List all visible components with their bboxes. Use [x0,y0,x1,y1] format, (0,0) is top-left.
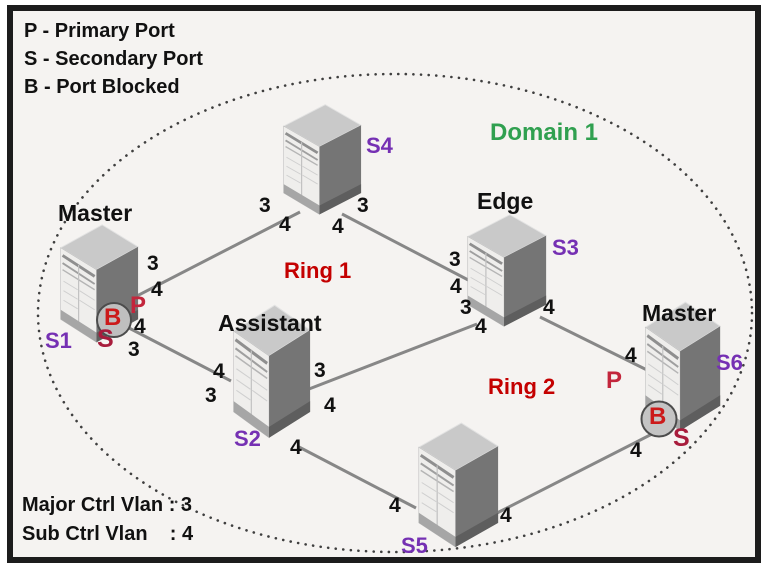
blocked-port-circle-s1 [96,302,132,338]
s6-secondary-port-mark: S [673,424,690,452]
link-s3-s6 [539,315,652,374]
domain-label: Domain 1 [490,119,599,146]
legend-secondary-port: S - Secondary Port [24,48,203,70]
link-s5-s2 [298,445,417,510]
vlan-label-s4-right-sub: 4 [332,215,344,238]
s6-primary-port-mark: P [606,367,623,394]
switch-s1-role: Master [58,200,133,226]
vlan-label-s2-right-sub: 4 [324,394,336,417]
ring1-label: Ring 1 [284,258,352,283]
switch-s6-id: S6 [716,350,743,375]
switch-s3-id: S3 [552,235,579,260]
switch-s1-id: S1 [45,328,72,353]
link-s3-s2 [308,322,478,391]
vlan-label-s5-left-sub: 4 [389,494,401,517]
switch-s2-role: Assistant [218,310,322,336]
vlan-label-s1-down-sub: 4 [134,315,146,338]
vlan-label-s1-up-sub: 4 [151,278,163,301]
switch-s6-role: Master [642,300,717,326]
vlan-label-s4-right-major: 3 [357,194,369,217]
switch-s5-id: S5 [401,533,428,558]
blocked-port-circle-s6 [640,400,678,438]
vlan-label-s6-down-sub: 4 [630,439,642,462]
switch-s3-role: Edge [477,188,534,214]
vlan-label-s3-upleft-sub: 4 [450,275,462,298]
switch-s3-icon [466,213,548,328]
legend-primary-port: P - Primary Port [24,20,175,42]
vlan-label-s2-left-major: 3 [205,384,217,407]
legend-port-blocked: B - Port Blocked [24,76,180,98]
vlan-label-s4-left-sub: 4 [279,213,291,236]
switch-s5-icon [417,421,500,549]
switch-s2-id: S2 [234,426,261,451]
vlan-label-s3-downleft-major: 3 [460,296,472,319]
s1-primary-port-mark: P [130,292,147,319]
vlan-label-s1-down-major: 3 [128,338,140,361]
link-s1-s4 [126,210,301,303]
topology-links [126,210,655,515]
vlan-label-s2-right-major: 3 [314,359,326,382]
domain-boundary-ellipse [36,72,754,554]
switch-s4-icon [282,103,363,216]
link-s6-s5 [496,431,655,515]
s1-secondary-port-mark: S [97,325,114,353]
vlan-label-s3-right-sub: 4 [543,296,555,319]
vlan-label-s5-right-sub: 4 [500,504,512,527]
vlan-label-s3-upleft-major: 3 [449,248,461,271]
link-s4-s3 [341,212,475,285]
ring2-label: Ring 2 [488,374,556,399]
vlan-label-s4-left-major: 3 [259,194,271,217]
major-ctrl-vlan-label: Major Ctrl Vlan : 3 [22,494,193,516]
vlan-label-s3-downleft-sub: 4 [475,315,487,338]
vlan-label-s2-left-sub: 4 [213,360,225,383]
s1-blocked-port-mark: B [104,304,122,331]
vlan-label-s1-up-major: 3 [147,252,159,275]
link-s2-s1 [128,326,232,383]
switch-s4-id: S4 [366,133,393,158]
vlan-label-s2-bottom-sub: 4 [290,436,302,459]
s6-blocked-port-mark: B [649,403,667,430]
sub-ctrl-vlan-label: Sub Ctrl Vlan : 4 [22,523,194,545]
vlan-label-s6-up-sub: 4 [625,344,637,367]
